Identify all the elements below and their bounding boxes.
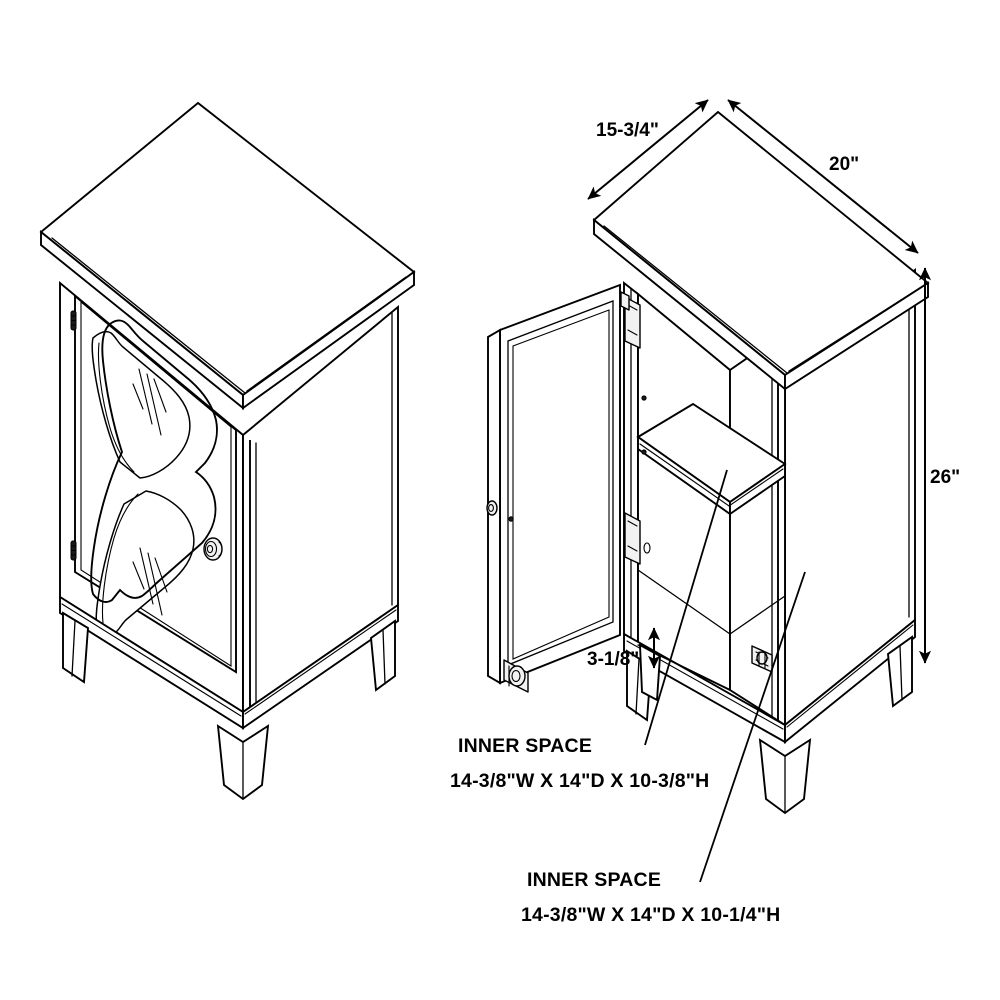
open-door-screw	[508, 516, 514, 522]
closed-door-hinge-bottom	[70, 540, 77, 561]
glass-reflection-line-u4	[132, 383, 144, 410]
leg-clearance-dimension-label: 3-1/8"	[587, 649, 639, 670]
glass-panel-lower-leaf-reveal	[101, 493, 139, 624]
lower-inner-space-detail: 14-3/8"W X 14"D X 10-1/4"H	[521, 904, 780, 926]
closed-cabinet-leg-right-crease	[382, 629, 386, 685]
shelf-pin-hole-upper	[641, 395, 647, 401]
width-dimension-label: 20"	[829, 154, 859, 175]
open-cabinet-shelf-reveal	[639, 443, 784, 507]
closed-door-knob	[203, 537, 223, 561]
glass-reflection-line-l4	[132, 561, 145, 590]
lower-inner-space-heading: INNER SPACE	[527, 869, 661, 891]
open-cabinet-leg-right	[887, 635, 913, 708]
lower-note-leader-line	[699, 571, 806, 883]
open-cabinet-leg-right-crease	[899, 645, 903, 701]
closed-door-hinge-top	[70, 310, 77, 331]
depth-dimension-arrow	[587, 99, 709, 200]
glass-reflection-line-l1	[139, 547, 154, 605]
glass-reflection-line-u2	[146, 373, 162, 436]
closed-cabinet-door-outline-inner	[80, 300, 232, 668]
open-door-inner-frame-reveal	[512, 309, 610, 660]
upper-inner-space-heading: INNER SPACE	[458, 735, 592, 757]
height-dimension-label: 26"	[930, 467, 960, 488]
closed-cabinet-top-reveal-right	[246, 276, 407, 392]
open-cabinet-view	[486, 110, 930, 815]
glass-panel-outer-silhouette	[90, 319, 218, 603]
glass-panel-lower-leaf	[95, 490, 195, 636]
closed-cabinet-base-reveal-front	[61, 603, 242, 717]
open-door-inner-frame	[507, 300, 614, 666]
closed-cabinet-view	[39, 101, 416, 801]
closed-cabinet-door-outline	[74, 293, 237, 674]
shelf-pin-hole-lower	[641, 449, 647, 455]
door-hinge-plate-top	[620, 291, 641, 349]
closed-cabinet-leg-left-crease	[71, 620, 76, 677]
open-cabinet-base-reveal-side	[786, 624, 914, 728]
width-dimension-arrow	[727, 99, 919, 254]
closed-cabinet-base-reveal-side	[244, 609, 397, 715]
depth-dimension-label: 15-3/4"	[596, 120, 659, 141]
closed-cabinet-leg-right	[370, 619, 396, 692]
open-cabinet-base-rail-inner	[637, 644, 786, 726]
dimension-annotations: 15-3/4" 20" 26" 3-1/8"	[587, 99, 960, 883]
glass-reflection-line-l2	[147, 552, 163, 616]
magnetic-catch	[751, 645, 773, 673]
open-door-bottom-hinge	[503, 659, 529, 693]
open-cabinet-top-reveal-left	[603, 225, 788, 374]
closed-cabinet-leg-left	[62, 611, 89, 684]
glass-reflection-line-u3	[153, 378, 167, 413]
upper-note-leader-line	[644, 469, 728, 746]
closed-cabinet-top-reveal-left	[51, 237, 246, 394]
upper-inner-space-detail: 14-3/8"W X 14"D X 10-3/8"H	[450, 770, 709, 792]
door-hinge-plate-bottom	[624, 512, 651, 565]
open-cabinet-floor-edge	[637, 569, 786, 635]
open-cabinet-leg-left-crease	[635, 658, 640, 715]
glass-panel-upper-leaf-reveal	[97, 342, 135, 473]
glass-reflection-line-l3	[154, 557, 168, 593]
open-cabinet-top-reveal-right	[788, 287, 921, 372]
open-cabinet-base-rail-side	[784, 618, 916, 744]
closed-cabinet-top-edge-right	[242, 270, 415, 410]
inner-space-notes: INNER SPACE 14-3/8"W X 14"D X 10-3/8"H I…	[450, 735, 780, 926]
open-door-knob	[486, 500, 498, 516]
glass-reflection-line-u1	[138, 368, 153, 425]
